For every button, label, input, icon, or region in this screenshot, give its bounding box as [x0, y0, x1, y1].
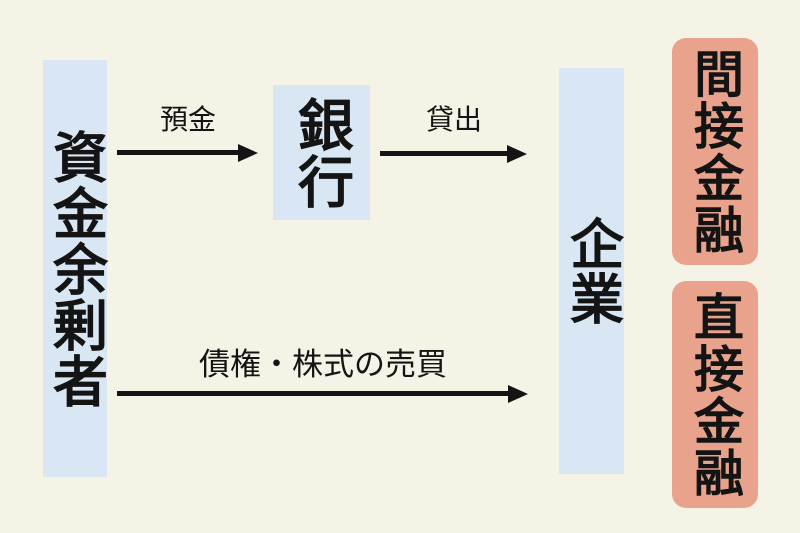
securities-trade-arrow-label: 債権・株式の売買 — [199, 347, 447, 382]
loan-arrow-label: 貸出 — [425, 104, 482, 135]
badge-indirect-finance: 間接金融 — [672, 38, 758, 265]
deposit-arrow-label: 預金 — [159, 104, 216, 135]
badge-direct-finance: 直接金融 — [672, 281, 758, 508]
deposit-arrow-icon — [117, 150, 239, 155]
securities-trade-arrow-icon — [117, 391, 509, 396]
indirect-finance-label: 間接金融 — [687, 47, 743, 256]
bank-label: 銀行 — [290, 95, 354, 210]
node-bank: 銀行 — [273, 85, 370, 220]
loan-arrow-icon — [380, 151, 508, 156]
node-fund-surplus: 資金余剰者 — [43, 60, 107, 477]
fund-surplus-label: 資金余剰者 — [44, 128, 107, 409]
direct-finance-label: 直接金融 — [687, 290, 743, 499]
node-company: 企業 — [559, 68, 624, 474]
company-label: 企業 — [561, 216, 622, 326]
